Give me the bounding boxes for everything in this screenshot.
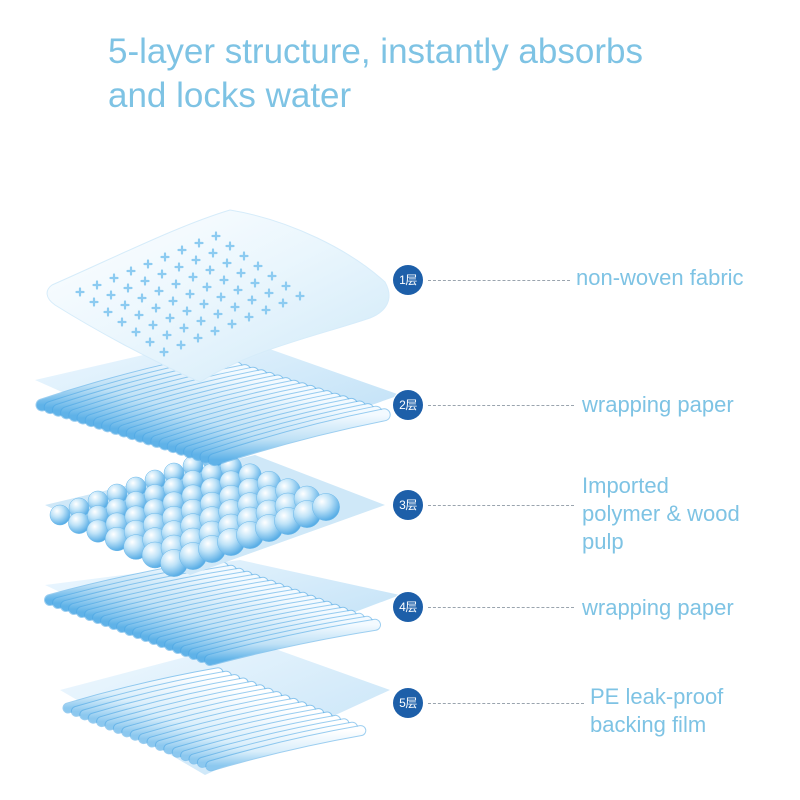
layer-label-5: PE leak-proof backing film bbox=[590, 683, 723, 739]
layer-1-non-woven-fabric bbox=[46, 209, 390, 383]
leader-line-4 bbox=[428, 607, 574, 608]
layer-label-4-line-1: wrapping paper bbox=[582, 595, 734, 620]
leader-line-3 bbox=[428, 505, 574, 506]
layer-label-2-line-1: wrapping paper bbox=[582, 392, 734, 417]
layer-3-polymer-pulp bbox=[45, 448, 385, 577]
layer-label-4: wrapping paper bbox=[582, 594, 734, 622]
layer-badge-4: 4层 bbox=[393, 592, 423, 622]
layer-5-backing-film bbox=[60, 640, 390, 775]
layer-badge-2: 2层 bbox=[393, 390, 423, 420]
layer-label-3-line-3: pulp bbox=[582, 529, 624, 554]
leader-line-2 bbox=[428, 405, 574, 406]
layer-label-2: wrapping paper bbox=[582, 391, 734, 419]
layer-badge-1: 1层 bbox=[393, 265, 423, 295]
leader-line-5 bbox=[428, 703, 584, 704]
leader-line-1 bbox=[428, 280, 570, 281]
layer-label-3-line-1: Imported bbox=[582, 473, 669, 498]
layer-label-3-line-2: polymer & wood bbox=[582, 501, 740, 526]
layer-label-1-line-1: non-woven fabric bbox=[576, 265, 744, 290]
title-line-1: 5-layer structure, instantly absorbs bbox=[108, 32, 643, 71]
layer-2-wrapping-paper bbox=[35, 335, 400, 467]
layer-badge-3: 3层 bbox=[393, 490, 423, 520]
layer-label-5-line-2: backing film bbox=[590, 712, 707, 737]
layer-label-1: non-woven fabric bbox=[576, 264, 744, 292]
page-title: 5-layer structure, instantly absorbs and… bbox=[108, 30, 768, 118]
layer-badge-5: 5层 bbox=[393, 688, 423, 718]
layer-4-wrapping-paper bbox=[44, 558, 400, 666]
title-line-2: and locks water bbox=[108, 76, 352, 115]
layer-label-3: Imported polymer & wood pulp bbox=[582, 472, 740, 556]
layer-label-5-line-1: PE leak-proof bbox=[590, 684, 724, 709]
